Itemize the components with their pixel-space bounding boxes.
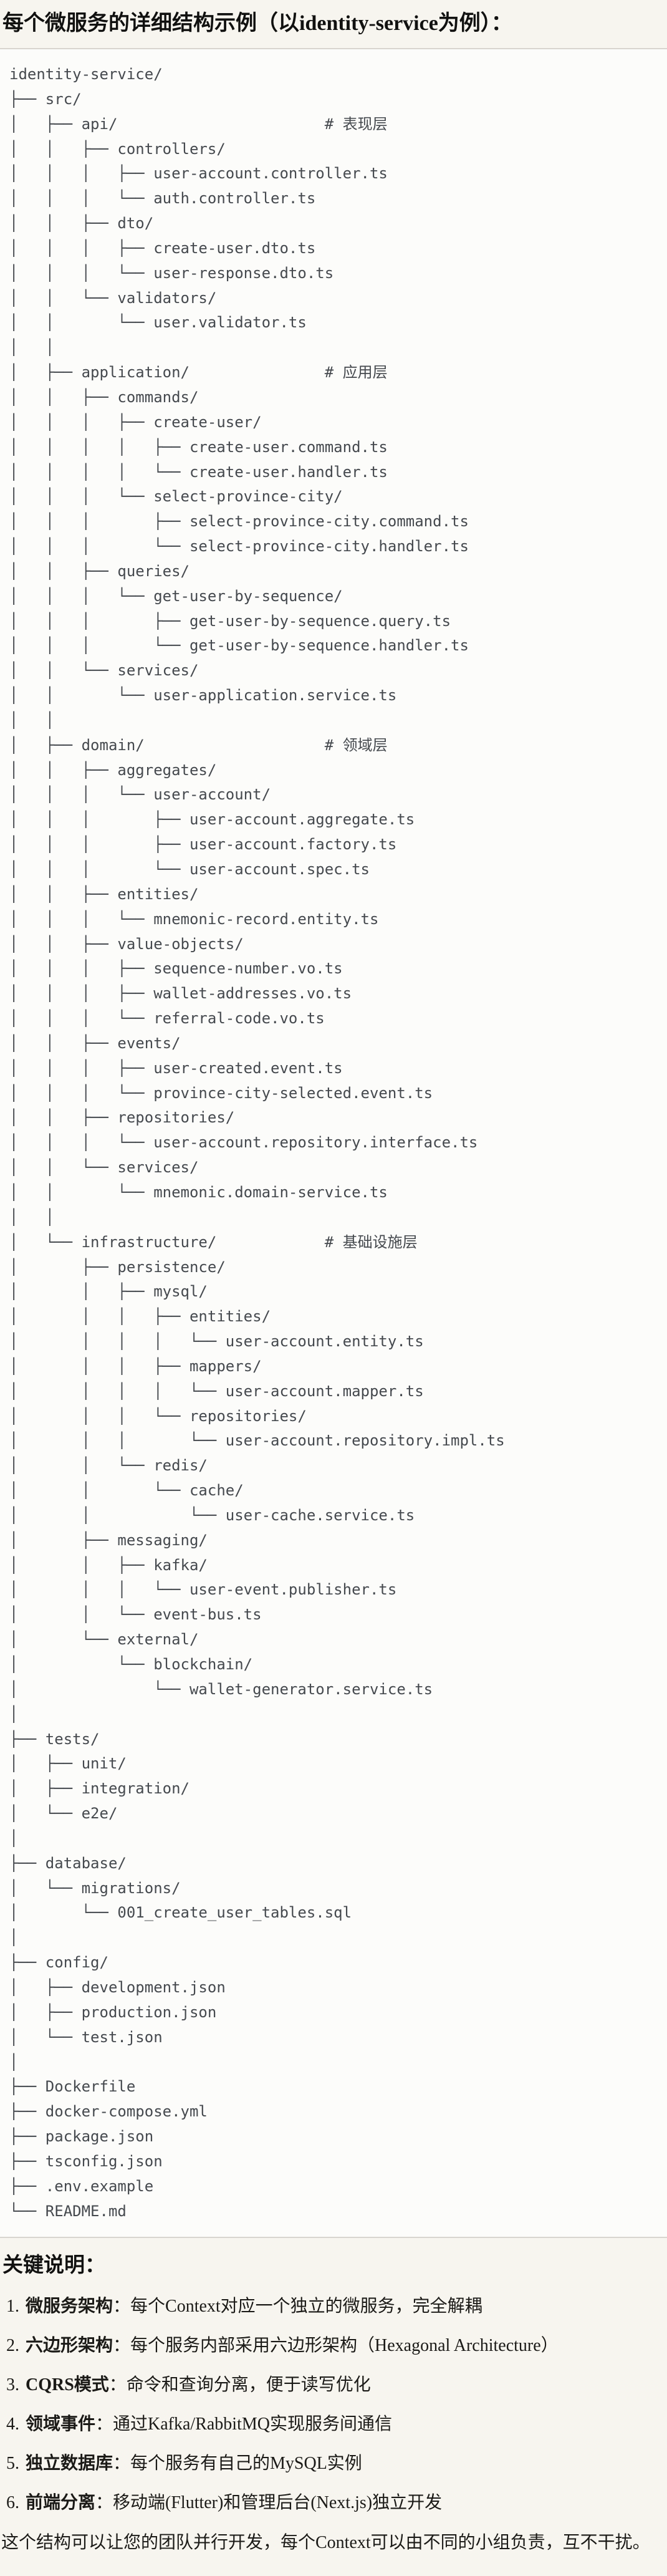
list-item-label: 独立数据库	[26, 2454, 113, 2474]
key-notes-heading: 关键说明：	[2, 2254, 105, 2277]
list-item: 1. 微服务架构：每个Context对应一个独立的微服务，完全解耦	[6, 2294, 667, 2319]
list-item-text: ：每个服务内部采用六边形架构（Hexagonal Architecture）	[113, 2336, 559, 2356]
list-item: 5. 独立数据库：每个服务有自己的MySQL实例	[6, 2451, 667, 2476]
list-item: 4. 领域事件：通过Kafka/RabbitMQ实现服务间通信	[6, 2412, 667, 2437]
list-item-number: 2.	[6, 2336, 19, 2356]
list-item-number: 1.	[6, 2297, 19, 2317]
list-item-label: 前端分离	[26, 2493, 96, 2513]
list-item: 6. 前端分离：移动端(Flutter)和管理后台(Next.js)独立开发	[6, 2491, 667, 2516]
directory-tree: identity-service/ ├── src/ │ ├── api/ # …	[9, 65, 505, 2220]
list-item-number: 3.	[6, 2375, 19, 2395]
list-item-label: 六边形架构	[26, 2336, 113, 2356]
list-item-label: 微服务架构	[26, 2297, 113, 2317]
closing-note: 这个结构可以让您的团队并行开发，每个Context可以由不同的小组负责，互不干扰…	[1, 2533, 650, 2553]
document-page: { "page": { "bg_color": "#f7f5ef", "code…	[0, 9, 667, 2576]
list-item-text: ：命令和查询分离，便于读写优化	[108, 2375, 371, 2395]
list-item: 3. CQRS模式：命令和查询分离，便于读写优化	[6, 2373, 667, 2398]
list-item-text: ：每个服务有自己的MySQL实例	[113, 2454, 362, 2474]
code-block: identity-service/ ├── src/ │ ├── api/ # …	[0, 48, 667, 2239]
list-item: 2. 六边形架构：每个服务内部采用六边形架构（Hexagonal Architec…	[6, 2333, 667, 2358]
list-item-label: CQRS模式	[26, 2375, 109, 2395]
list-item-text: ：通过Kafka/RabbitMQ实现服务间通信	[95, 2414, 392, 2434]
list-item-label: 领域事件	[26, 2414, 96, 2434]
list-item-number: 4.	[6, 2414, 19, 2434]
key-points-list: 1. 微服务架构：每个Context对应一个独立的微服务，完全解耦 2. 六边形架构…	[0, 2294, 667, 2516]
list-item-number: 6.	[6, 2493, 19, 2513]
page-title: 每个微服务的详细结构示例（以identity-service为例）：	[2, 12, 512, 35]
list-item-text: ：每个Context对应一个独立的微服务，完全解耦	[113, 2297, 482, 2317]
list-item-number: 5.	[6, 2454, 19, 2474]
list-item-text: ：移动端(Flutter)和管理后台(Next.js)独立开发	[95, 2493, 443, 2513]
